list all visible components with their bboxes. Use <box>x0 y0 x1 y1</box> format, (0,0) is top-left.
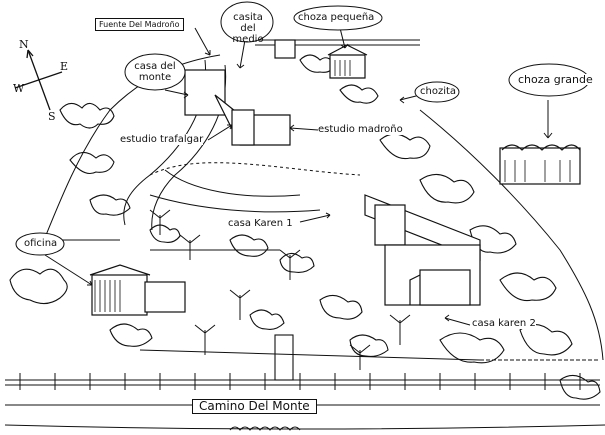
bottom-fence <box>5 334 600 390</box>
oficina-building <box>91 274 148 316</box>
casa-del-monte-building <box>184 69 226 116</box>
compass-e: E <box>60 60 69 73</box>
label-bubbles <box>15 1 590 256</box>
buildings <box>89 39 581 316</box>
label-choza-grande: choza grande <box>515 74 596 85</box>
label-oficina: oficina <box>24 238 58 249</box>
tree-sketches <box>149 209 411 370</box>
small-shed <box>274 39 296 59</box>
choza-grande-building <box>499 147 581 185</box>
label-fuente: Fuente Del Madroño <box>95 18 184 31</box>
choza-pequena-building <box>329 54 366 79</box>
inner-fence <box>50 239 600 361</box>
label-camino-del-monte: Camino Del Monte <box>192 399 317 414</box>
compass-w: W <box>13 82 25 95</box>
vegetation <box>9 54 601 400</box>
label-casa-del-monte: casa del monte <box>134 61 176 83</box>
label-estudio-trafalgar: estudio trafalgar <box>120 134 204 145</box>
label-casa-karen-1: casa Karen 1 <box>228 218 293 229</box>
label-estudio-madrono: estudio madroño <box>318 124 403 135</box>
compass-s: S <box>48 110 56 123</box>
label-casa-karen-2: casa karen 2 <box>472 318 536 329</box>
label-arrows <box>44 27 553 326</box>
compass-rose <box>14 49 63 111</box>
compass-n: N <box>19 38 29 51</box>
label-choza-pequena: choza pequeña <box>298 12 375 23</box>
label-chozita: chozita <box>420 86 457 97</box>
estudio-trafalgar-building <box>231 109 255 146</box>
roof-hatching <box>94 60 571 312</box>
label-casita-del-medio: casita del medio <box>232 12 264 45</box>
